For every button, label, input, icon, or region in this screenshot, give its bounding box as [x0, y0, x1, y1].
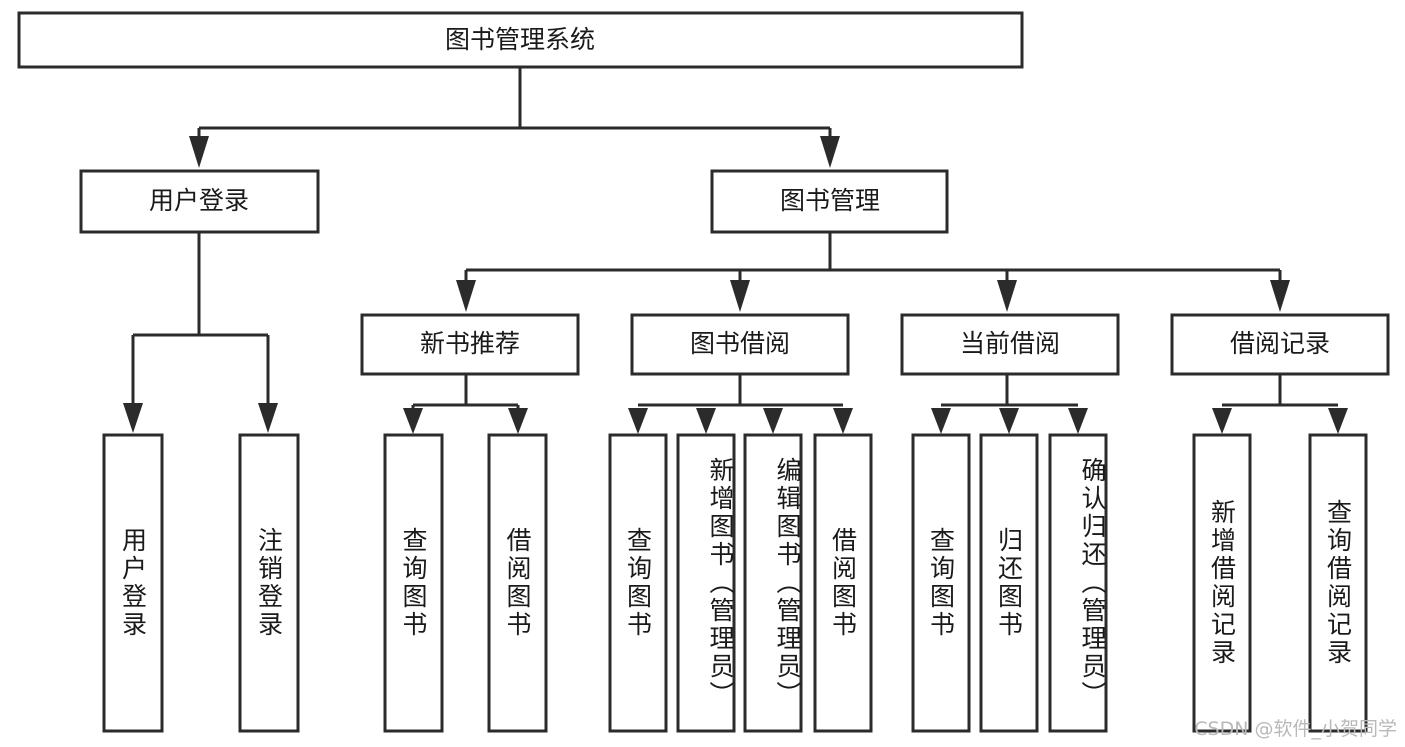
arrow-head-leaf-user-login-1 — [123, 403, 143, 433]
leaf-box-borrow-record-1[interactable] — [1192, 433, 1252, 733]
node-book-manage-label: 图书管理 — [780, 186, 880, 215]
leaf-box-current-borrow-3[interactable] — [1048, 433, 1108, 733]
node-user-login-label: 用户登录 — [149, 186, 249, 215]
arrow-head-leaf-user-login-2 — [258, 403, 278, 433]
arrow-head-leaf-current-borrow-3 — [1068, 408, 1088, 434]
node-new-book-recommend-label: 新书推荐 — [420, 329, 520, 358]
node-new-book-recommend-box[interactable] — [360, 313, 580, 376]
leaf-box-new-book-2[interactable] — [487, 433, 548, 733]
node-book-borrow-box[interactable] — [630, 313, 850, 376]
arrow-head-book-borrow — [730, 280, 750, 312]
node-borrow-record-label: 借阅记录 — [1230, 329, 1330, 358]
node-book-borrow-label: 图书借阅 — [690, 329, 790, 358]
arrow-head-book-manage — [820, 136, 840, 168]
arrow-head-new-book-recommend — [456, 280, 476, 312]
arrow-head-borrow-record — [1270, 280, 1290, 312]
leaf-box-current-borrow-1[interactable] — [911, 433, 971, 733]
leaf-box-new-book-1[interactable] — [383, 433, 444, 733]
arrow-head-leaf-new-book-1 — [403, 408, 423, 434]
arrow-head-leaf-current-borrow-2 — [999, 408, 1019, 434]
arrow-head-leaf-book-borrow-4 — [833, 408, 853, 434]
node-current-borrow-label: 当前借阅 — [960, 329, 1060, 358]
arrow-head-leaf-borrow-record-1 — [1212, 408, 1232, 434]
arrow-head-leaf-borrow-record-2 — [1328, 408, 1348, 434]
arrow-head-leaf-new-book-2 — [508, 408, 528, 434]
arrow-head-leaf-book-borrow-2 — [696, 408, 716, 434]
leaf-box-borrow-record-2[interactable] — [1308, 433, 1368, 733]
node-root-label: 图书管理系统 — [445, 25, 595, 54]
node-root-box[interactable] — [17, 11, 1024, 69]
leaf-box-book-borrow-4[interactable] — [813, 433, 873, 733]
arrow-head-leaf-book-borrow-1 — [628, 408, 648, 434]
leaf-box-user-login-1[interactable] — [102, 433, 164, 733]
arrow-head-current-borrow — [997, 280, 1017, 312]
leaf-box-book-borrow-2[interactable] — [676, 433, 736, 733]
csdn-watermark: CSDN @软件_小贺同学 — [1194, 718, 1397, 740]
arrow-head-leaf-book-borrow-3 — [763, 408, 783, 434]
node-book-manage-box[interactable] — [710, 169, 949, 234]
arrow-head-leaf-current-borrow-1 — [931, 408, 951, 434]
leaf-box-book-borrow-3[interactable] — [743, 433, 803, 733]
leaf-box-current-borrow-2[interactable] — [979, 433, 1039, 733]
arrow-head-user-login — [189, 136, 209, 168]
node-borrow-record-box[interactable] — [1170, 313, 1390, 376]
node-current-borrow-box[interactable] — [900, 313, 1120, 376]
leaf-box-book-borrow-1[interactable] — [608, 433, 668, 733]
leaf-box-user-login-2[interactable] — [238, 433, 300, 733]
